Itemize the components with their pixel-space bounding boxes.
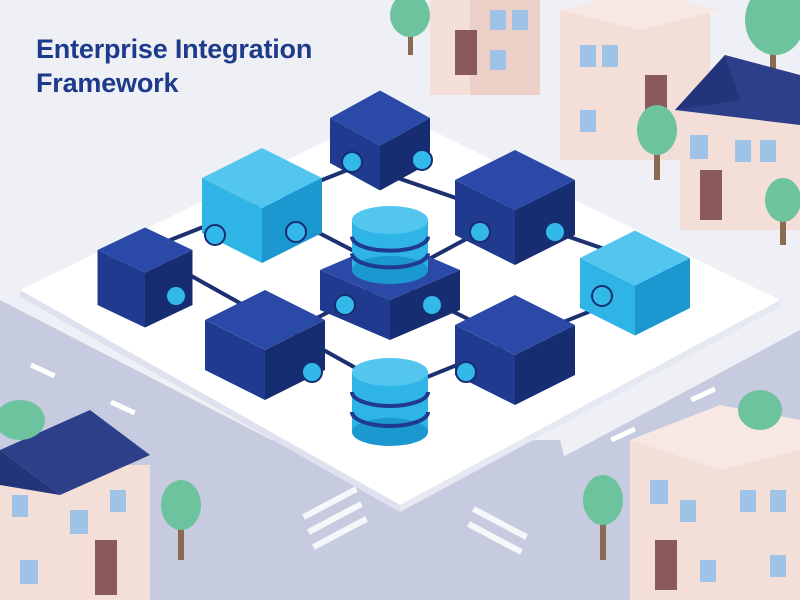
house xyxy=(430,0,540,95)
connector-node xyxy=(411,149,433,171)
connector-node xyxy=(204,224,226,246)
title-line-2: Framework xyxy=(36,68,179,98)
platform-edge-right xyxy=(400,300,780,512)
apartment-building xyxy=(630,405,800,600)
connector-node xyxy=(455,361,477,383)
title-line-1: Enterprise Integration xyxy=(36,34,313,64)
service-block-upper-left xyxy=(202,148,322,263)
service-block-lower-left xyxy=(205,290,325,400)
tree xyxy=(0,400,45,440)
crosswalk xyxy=(302,486,528,555)
tree xyxy=(765,178,800,245)
page-title: Enterprise Integration Framework xyxy=(36,32,312,100)
tree xyxy=(161,480,201,560)
tree xyxy=(390,0,430,55)
tree xyxy=(745,0,800,70)
connector-node xyxy=(334,294,356,316)
integration-nodes xyxy=(97,90,690,446)
connector-node xyxy=(469,221,491,243)
tree xyxy=(637,105,677,180)
service-block-upper-right xyxy=(455,150,575,265)
connector-node xyxy=(301,361,323,383)
connector-node xyxy=(341,151,363,173)
service-block-lower-right xyxy=(455,295,575,405)
connector-node xyxy=(544,221,566,243)
database-icon xyxy=(350,206,430,284)
connector-node xyxy=(285,221,307,243)
connector-node xyxy=(421,294,443,316)
service-block-left xyxy=(97,227,193,328)
lane-markings xyxy=(29,362,717,443)
platform-edge xyxy=(20,290,400,512)
road-bottom xyxy=(200,440,600,600)
connector-node xyxy=(591,285,613,307)
database-icon xyxy=(350,358,430,446)
house xyxy=(0,410,150,600)
connector-node xyxy=(165,285,187,307)
tree xyxy=(583,475,623,560)
tree xyxy=(738,390,782,430)
